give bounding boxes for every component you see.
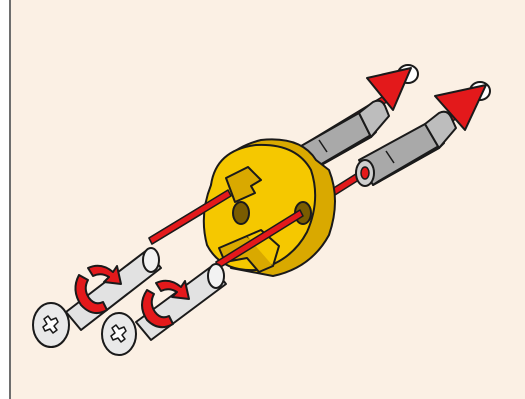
assembly-illustration <box>11 0 525 399</box>
illustration-canvas <box>11 0 525 399</box>
